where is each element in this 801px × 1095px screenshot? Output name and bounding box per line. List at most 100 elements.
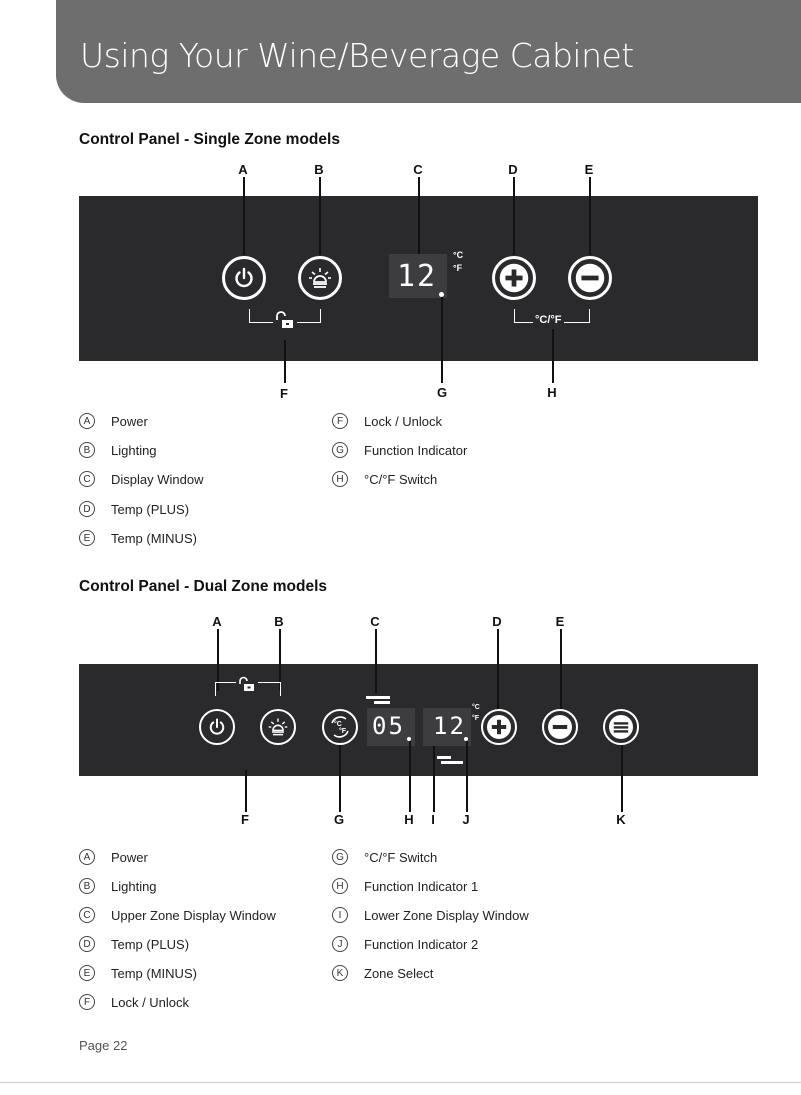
lower-zone-display-window: 12 (423, 708, 471, 746)
leader-line (433, 746, 435, 812)
light-bulb-icon (309, 268, 331, 288)
callout-e: E (555, 614, 565, 629)
leader-line (621, 745, 623, 812)
fahrenheit-indicator: °F (472, 715, 480, 722)
legend-item: H°C/°F Switch (332, 471, 437, 487)
leader-line (217, 629, 219, 691)
zone-select-button[interactable] (603, 709, 639, 745)
callout-f: F (241, 812, 249, 827)
temp-minus-button[interactable] (542, 709, 578, 745)
function-indicator (439, 292, 444, 297)
leader-line (497, 629, 499, 709)
lighting-button[interactable] (298, 256, 342, 300)
power-icon (209, 718, 225, 735)
plus-icon (499, 263, 529, 293)
header-banner: Using Your Wine/Beverage Cabinet (56, 0, 801, 103)
leader-line (513, 177, 515, 255)
single-zone-title: Control Panel - Single Zone models (79, 131, 340, 148)
svg-text:°C: °C (334, 720, 342, 728)
leader-line (409, 741, 411, 812)
leader-line (319, 177, 321, 255)
leader-line (466, 741, 468, 812)
callout-a: A (212, 614, 222, 629)
function-indicator-2 (464, 737, 468, 741)
bottom-rule (0, 1082, 801, 1083)
callout-j: J (462, 812, 470, 827)
temp-plus-button[interactable] (492, 256, 536, 300)
callout-g: G (333, 812, 345, 827)
celsius-fahrenheit-icon: °C °F (331, 716, 349, 738)
leader-line (245, 770, 247, 812)
callout-f: F (280, 386, 288, 401)
callout-h: H (404, 812, 414, 827)
zone-select-icon (609, 715, 633, 739)
plus-icon (487, 715, 511, 739)
power-icon (235, 267, 253, 288)
callout-c: C (370, 614, 380, 629)
function-indicator-1 (407, 737, 411, 741)
display-window: 12 (389, 254, 447, 298)
minus-icon (548, 715, 572, 739)
lower-zone-icon (437, 751, 463, 764)
callout-g: G (436, 385, 448, 400)
callout-h: H (547, 385, 557, 400)
leader-line (560, 629, 562, 709)
upper-zone-icon (364, 691, 394, 704)
leader-line (279, 629, 281, 691)
unit-switch-button[interactable]: °C °F (322, 709, 358, 745)
lock-icon (236, 676, 258, 694)
celsius-indicator: °C (453, 250, 464, 260)
light-bulb-icon (268, 718, 288, 736)
power-button[interactable] (222, 256, 266, 300)
leader-line (284, 340, 286, 383)
callout-c: C (413, 162, 423, 177)
leader-line (375, 629, 377, 693)
callout-i: I (431, 812, 435, 827)
dual-zone-title: Control Panel - Dual Zone models (79, 578, 328, 595)
callout-b: B (314, 162, 324, 177)
upper-temperature-readout: 05 (372, 712, 405, 740)
lighting-button[interactable] (260, 709, 296, 745)
callout-b: B (274, 614, 284, 629)
leader-line (418, 177, 420, 254)
celsius-indicator: °C (472, 704, 480, 711)
temp-minus-button[interactable] (568, 256, 612, 300)
temp-plus-button[interactable] (481, 709, 517, 745)
minus-icon (575, 263, 605, 293)
page-title: Using Your Wine/Beverage Cabinet (80, 36, 634, 75)
dual-zone-panel (79, 664, 758, 776)
power-button[interactable] (199, 709, 235, 745)
page-number: Page 22 (79, 1038, 128, 1053)
leader-line (552, 329, 554, 383)
leader-line (589, 177, 591, 255)
callout-d: D (492, 614, 502, 629)
lock-icon (273, 311, 297, 331)
lower-temperature-readout: 12 (433, 712, 466, 740)
svg-text:°F: °F (339, 727, 347, 735)
callout-e: E (584, 162, 594, 177)
callout-a: A (238, 162, 248, 177)
fahrenheit-indicator: °F (453, 263, 463, 273)
callout-d: D (508, 162, 518, 177)
legend-item: G°C/°F Switch (332, 849, 437, 865)
leader-line (441, 297, 443, 383)
callout-k: K (616, 812, 626, 827)
leader-line (339, 745, 341, 812)
